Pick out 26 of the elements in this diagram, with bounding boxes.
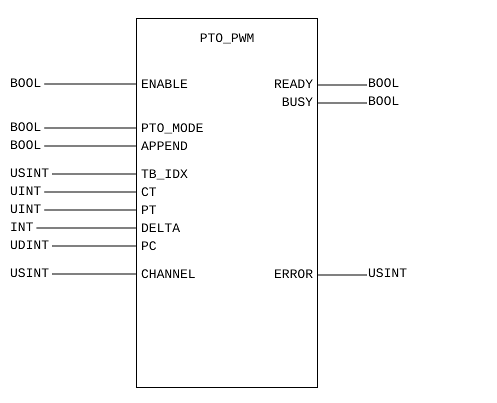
signal-label: UINT [10, 202, 42, 218]
signal-label: BOOL [368, 94, 400, 110]
signal-label: INT [10, 220, 34, 236]
signal-label: USINT [10, 266, 50, 282]
signal-label: PT [141, 203, 157, 219]
signal-label: UDINT [10, 238, 50, 254]
signal-label: CHANNEL [141, 267, 196, 283]
signal-label: PTO_MODE [141, 121, 204, 137]
signal-label: READY [274, 77, 313, 93]
signal-label: BOOL [10, 76, 42, 92]
block-title: PTO_PWM [198, 31, 256, 47]
signal-label: ENABLE [141, 77, 188, 93]
signal-label: ERROR [274, 267, 313, 283]
signal-label: APPEND [141, 139, 188, 155]
signal-label: BUSY [282, 95, 313, 111]
signal-label: TB_IDX [141, 167, 188, 183]
signal-label: UINT [10, 184, 42, 200]
signal-label: CT [141, 185, 157, 201]
signal-label: PC [141, 239, 157, 255]
signal-label: BOOL [10, 120, 42, 136]
signal-label: USINT [368, 266, 408, 282]
signal-label: BOOL [10, 138, 42, 154]
signal-label: BOOL [368, 76, 400, 92]
function-block [136, 18, 318, 388]
signal-label: USINT [10, 166, 50, 182]
signal-label: DELTA [141, 221, 180, 237]
